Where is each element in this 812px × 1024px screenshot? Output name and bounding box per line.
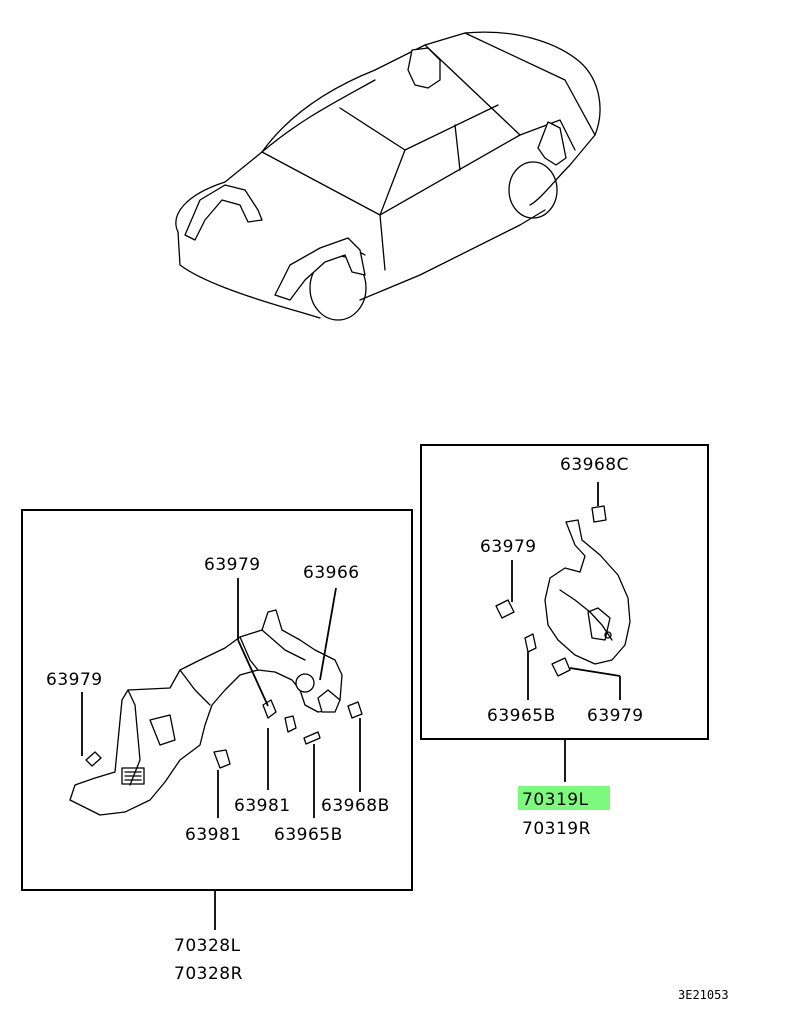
label-63968b: 63968B [321, 796, 390, 816]
clip-63981-b [213, 749, 231, 769]
clip-63979-b [262, 699, 277, 719]
label-63981-lower: 63981 [185, 825, 242, 845]
label-63979-right-top: 63979 [480, 537, 537, 557]
label-63965b-right: 63965B [487, 706, 556, 726]
clip-63979-c [495, 599, 515, 619]
clip-63979-a [85, 751, 102, 767]
rear-fender-liner-drawing [495, 505, 631, 677]
screw-63965b-b [524, 633, 537, 653]
clip-63968c [591, 505, 607, 523]
label-63979-right-bottom: 63979 [587, 706, 644, 726]
front-liner-box [21, 509, 413, 891]
clip-63981-a [284, 715, 297, 733]
label-63979-top: 63979 [204, 555, 261, 575]
highlight-70319l [518, 786, 610, 810]
label-63965b-left: 63965B [274, 825, 343, 845]
clip-63968b [347, 701, 363, 719]
right-leader-lines [511, 482, 621, 782]
label-70319l: 70319L [522, 790, 589, 810]
label-70319r: 70319R [522, 819, 591, 839]
label-63966: 63966 [303, 563, 360, 583]
label-70328l: 70328L [174, 936, 241, 956]
left-leader-lines [81, 578, 361, 930]
label-63979-left: 63979 [46, 670, 103, 690]
label-63968c: 63968C [560, 455, 629, 475]
screw-63965b-a [303, 731, 321, 745]
front-fender-liner-drawing [69, 609, 363, 816]
label-63981-upper: 63981 [234, 796, 291, 816]
label-70328r: 70328R [174, 964, 243, 984]
car-overview [175, 31, 601, 321]
diagram-reference-code: 3E21053 [678, 988, 729, 1002]
clip-63979-d [551, 657, 571, 677]
